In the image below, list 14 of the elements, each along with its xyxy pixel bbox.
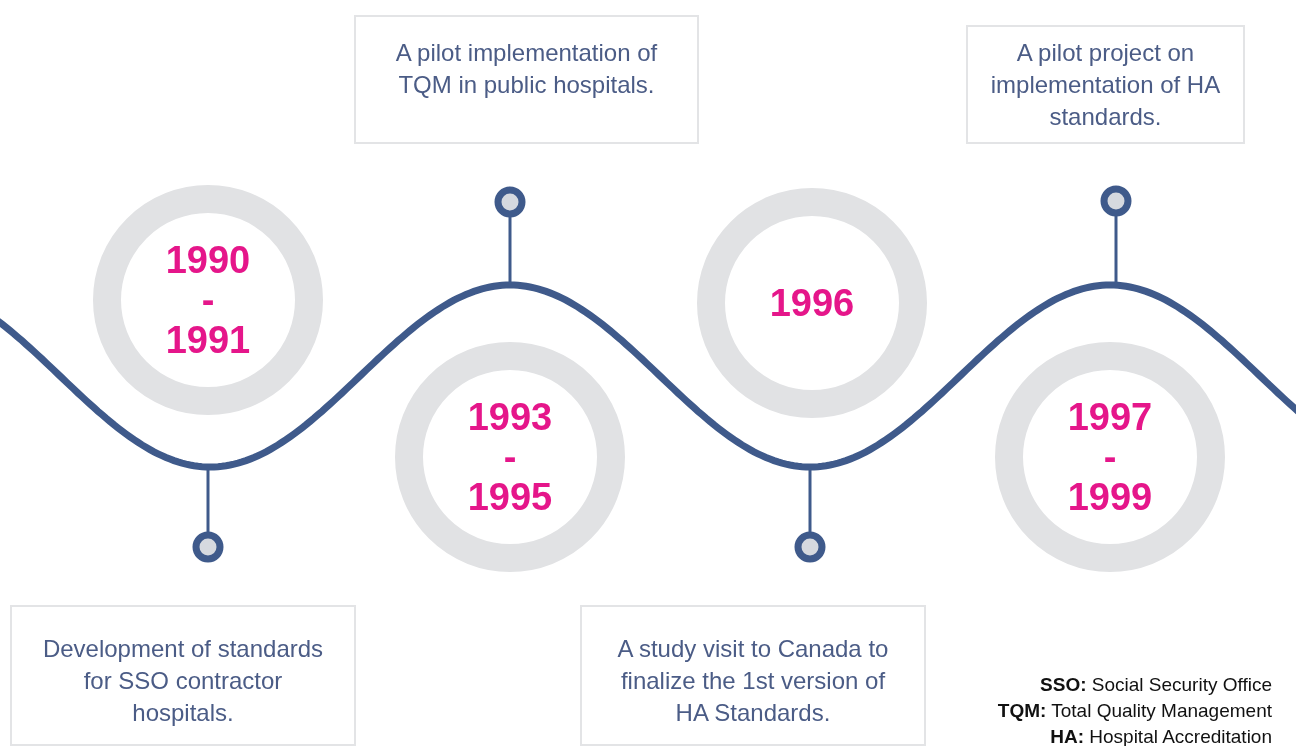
year-label: 1993 - 1995: [466, 397, 554, 517]
event-description-box: A pilot project on implementation of HA standards.: [966, 25, 1245, 144]
abbreviation-note: TQM: Total Quality Management: [997, 700, 1272, 722]
year-label: 1990 - 1991: [164, 240, 252, 360]
event-description-box: A pilot implementation of TQM in public hospitals.: [354, 15, 699, 144]
event-description-box: A study visit to Canada to finalize the 1st version of HA Standards.: [580, 605, 926, 746]
year-ring: [995, 342, 1225, 572]
abbreviation-note: SSO: Social Security Office: [1040, 674, 1272, 696]
year-label: 1996: [768, 283, 856, 323]
year-ring: [395, 342, 625, 572]
event-description-box: Development of standards for SSO contractor hospitals.: [10, 605, 356, 746]
year-ring: [93, 185, 323, 415]
year-ring: [697, 188, 927, 418]
year-label: 1997 - 1999: [1066, 397, 1154, 517]
